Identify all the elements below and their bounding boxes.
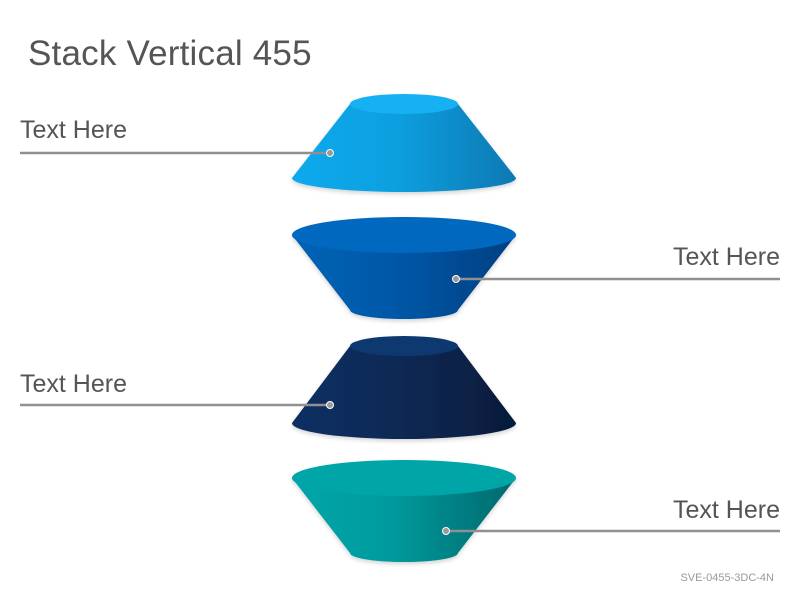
connector-3 [20,401,334,409]
connector-1 [20,149,334,157]
tier-4-label: Text Here [673,496,780,524]
slide-code: SVE-0455-3DC-4N [680,572,774,584]
stack-tier-4 [292,460,516,562]
connector-4 [442,527,780,535]
tier-2-label: Text Here [673,243,780,271]
stack-tier-3 [292,336,516,439]
page-title: Stack Vertical 455 [28,34,312,73]
stack-tier-2 [292,217,516,319]
tier-1-label: Text Here [20,116,127,144]
connector-2 [452,275,780,283]
tier-3-label: Text Here [20,370,127,398]
stack-tier-1 [292,94,516,192]
